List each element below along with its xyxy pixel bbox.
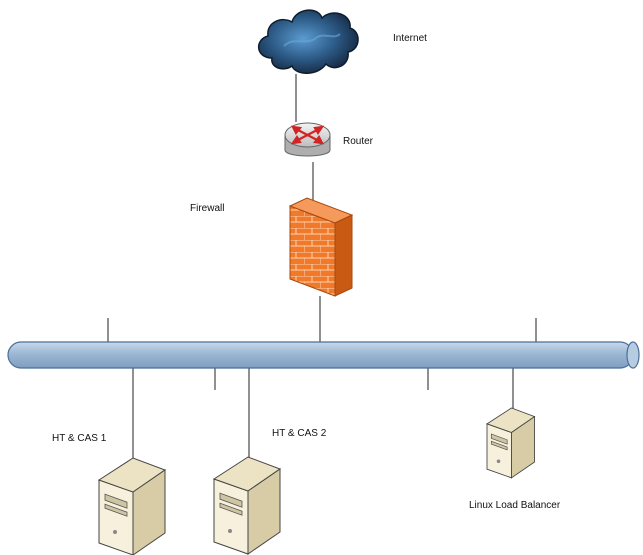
- network-bus: [7, 341, 640, 369]
- server1-label: HT & CAS 1: [52, 433, 107, 444]
- router-label: Router: [343, 136, 374, 147]
- server-icon: [97, 457, 167, 555]
- server2-label: HT & CAS 2: [272, 428, 327, 439]
- server-icon: [486, 407, 536, 479]
- connector-lines: [107, 74, 537, 474]
- firewall-label: Firewall: [190, 203, 225, 214]
- internet-label: Internet: [393, 33, 427, 44]
- server-icon: [212, 456, 282, 555]
- firewall-icon: [288, 197, 354, 297]
- cloud-icon: [258, 9, 359, 74]
- load-balancer-label: Linux Load Balancer: [469, 500, 561, 511]
- router-icon: [284, 122, 331, 157]
